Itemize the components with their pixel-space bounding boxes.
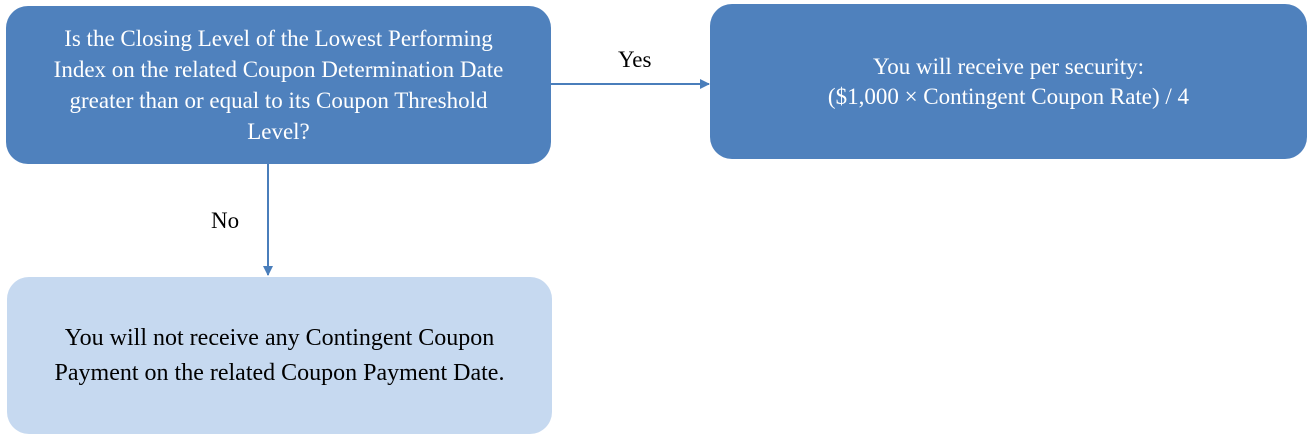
no-outcome-node: You will not receive any Contingent Coup… — [7, 277, 552, 434]
yes-outcome-node: You will receive per security: ($1,000 ×… — [710, 4, 1307, 159]
question-text: Is the Closing Level of the Lowest Perfo… — [53, 26, 504, 144]
question-node: Is the Closing Level of the Lowest Perfo… — [6, 6, 551, 164]
yes-edge-label: Yes — [618, 47, 652, 72]
yes-outcome-line-2: ($1,000 × Contingent Coupon Rate) / 4 — [827, 83, 1190, 109]
no-edge-label: No — [211, 208, 240, 233]
yes-outcome-line-1: You will receive per security: — [872, 53, 1145, 79]
no-outcome-text: You will not receive any Contingent Coup… — [54, 324, 505, 386]
